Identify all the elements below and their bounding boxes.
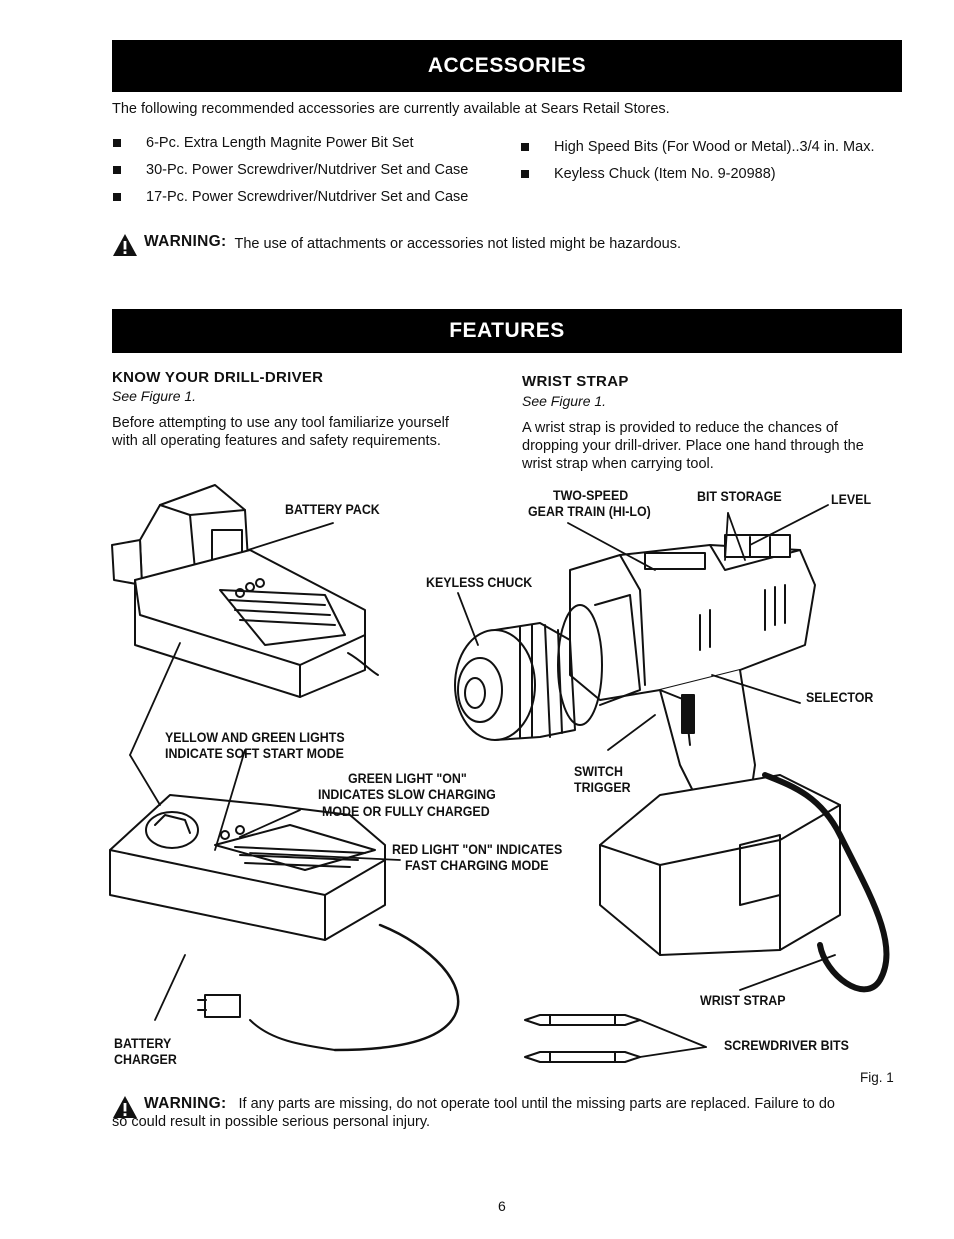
list-item: 17-Pc. Power Screwdriver/Nutdriver Set a… [112, 187, 468, 214]
list-item: Keyless Chuck (Item No. 9-20988) [520, 164, 874, 191]
wrist-text-line: dropping your drill-driver. Place one ha… [522, 438, 864, 454]
know-text-line: with all operating features and safety r… [112, 433, 441, 449]
callout-keyless-chuck: KEYLESS CHUCK [426, 575, 533, 590]
screwdriver-bits-drawing [524, 1014, 641, 1063]
callout-selector: SELECTOR [806, 690, 874, 705]
callout-line: CHARGER [114, 1052, 177, 1067]
list-item: 30-Pc. Power Screwdriver/Nutdriver Set a… [112, 160, 468, 187]
warning-text: The use of attachments or accessories no… [234, 236, 681, 252]
callout-green-light-line1: GREEN LIGHT "ON" [348, 771, 467, 786]
accessories-banner: ACCESSORIES [112, 40, 902, 92]
wrist-heading: WRIST STRAP [522, 373, 629, 390]
list-item: High Speed Bits (For Wood or Metal)..3/4… [520, 137, 874, 164]
accessories-list-right: High Speed Bits (For Wood or Metal)..3/4… [520, 137, 874, 191]
wrist-text-line: wrist strap when carrying tool. [522, 456, 714, 472]
warning-label: WARNING: [144, 1095, 227, 1112]
callout-yellow-green: YELLOW AND GREEN LIGHTS INDICATE SOFT ST… [165, 730, 345, 762]
callout-red-light-line1: RED LIGHT "ON" INDICATES [392, 842, 563, 857]
callout-line: YELLOW AND GREEN LIGHTS [165, 730, 345, 745]
warning-triangle-icon [113, 234, 137, 256]
callout-line: INDICATE SOFT START MODE [165, 746, 344, 761]
drill-driver-illustration [109, 484, 890, 1063]
callout-level: LEVEL [831, 492, 872, 507]
warning-triangle-icon [113, 1096, 137, 1118]
warning-text-line2: so could result in possible serious pers… [112, 1114, 431, 1130]
warning-text-line1: If any parts are missing, do not operate… [238, 1096, 835, 1112]
callout-two-speed-line1: TWO-SPEED [553, 488, 629, 503]
warning-label: WARNING: [144, 233, 227, 250]
list-item: 6-Pc. Extra Length Magnite Power Bit Set [112, 133, 468, 160]
callout-green-light-line2: INDICATES SLOW CHARGING [318, 787, 496, 802]
accessories-warning: WARNING: The use of attachments or acces… [112, 233, 681, 257]
accessories-intro: The following recommended accessories ar… [112, 101, 670, 117]
know-text-line: Before attempting to use any tool famili… [112, 415, 449, 431]
callout-bit-storage: BIT STORAGE [697, 489, 782, 504]
callout-two-speed-line2: GEAR TRAIN (HI-LO) [528, 504, 651, 519]
accessories-list-left: 6-Pc. Extra Length Magnite Power Bit Set… [112, 133, 468, 214]
callout-line: SWITCH [574, 764, 623, 779]
wrist-text-line: A wrist strap is provided to reduce the … [522, 420, 838, 436]
battery-charger-drawing [109, 794, 460, 1052]
callout-leader-lines [129, 504, 836, 1058]
bottom-warning: WARNING: If any parts are missing, do no… [112, 1095, 835, 1130]
callout-green-light-line3: MODE OR FULLY CHARGED [322, 804, 490, 819]
figure-caption: Fig. 1 [860, 1070, 894, 1085]
wrist-text: A wrist strap is provided to reduce the … [522, 419, 864, 473]
callout-battery-charger: BATTERY CHARGER [114, 1036, 177, 1068]
small-charger-drawing [134, 549, 379, 698]
callout-line: TRIGGER [574, 780, 631, 795]
callout-red-light-line2: FAST CHARGING MODE [405, 858, 549, 873]
page-number: 6 [498, 1198, 506, 1214]
drill-drawing [454, 534, 890, 993]
callout-wrist-strap: WRIST STRAP [700, 993, 786, 1008]
callout-switch-trigger: SWITCH TRIGGER [574, 764, 631, 796]
callout-screwdriver-bits: SCREWDRIVER BITS [724, 1038, 849, 1053]
know-text: Before attempting to use any tool famili… [112, 414, 449, 450]
callout-line: BATTERY [114, 1036, 172, 1051]
wrist-see-figure: See Figure 1. [522, 393, 607, 409]
features-banner: FEATURES [112, 309, 902, 353]
know-see-figure: See Figure 1. [112, 388, 197, 404]
know-heading: KNOW YOUR DRILL-DRIVER [112, 369, 324, 386]
callout-battery-pack: BATTERY PACK [285, 502, 380, 517]
